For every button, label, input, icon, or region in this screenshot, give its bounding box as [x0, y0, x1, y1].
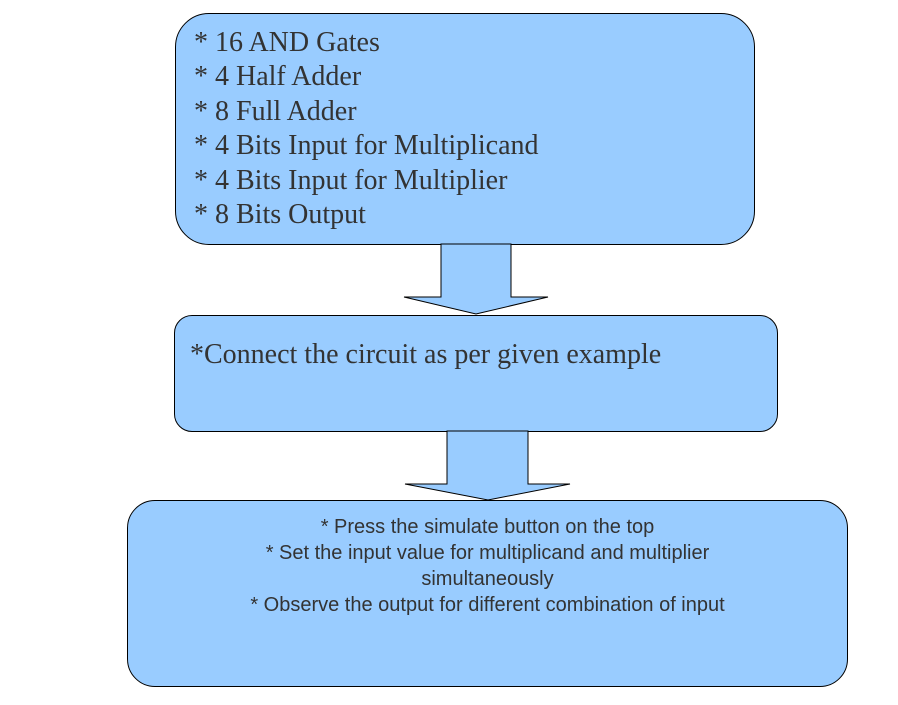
step-set-input-continued: simultaneously — [421, 568, 554, 590]
down-arrow-2-shape — [404, 430, 571, 501]
component-output: * 8 Bits Output — [194, 199, 366, 231]
connect-step-text: *Connect the circuit as per given exampl… — [190, 339, 662, 370]
connect-step-box: *Connect the circuit as per given exampl… — [174, 315, 778, 432]
step-set-input: * Set the input value for multiplicand a… — [265, 542, 710, 564]
component-full-adder: * 8 Full Adder — [194, 95, 357, 127]
step-observe-output: * Observe the output for different combi… — [250, 594, 725, 616]
step-press-simulate: * Press the simulate button on the top — [320, 516, 655, 538]
component-and-gates: * 16 AND Gates — [194, 27, 380, 58]
down-arrow-1-shape — [403, 243, 549, 315]
components-box: * 16 AND Gates * 4 Half Adder * 8 Full A… — [175, 13, 755, 245]
simulate-steps-box: * Press the simulate button on the top *… — [127, 500, 848, 687]
component-multiplicand-input: * 4 Bits Input for Multiplicand — [194, 130, 539, 162]
component-multiplier-input: * 4 Bits Input for Multiplier — [194, 164, 508, 196]
component-half-adder: * 4 Half Adder — [194, 61, 362, 93]
